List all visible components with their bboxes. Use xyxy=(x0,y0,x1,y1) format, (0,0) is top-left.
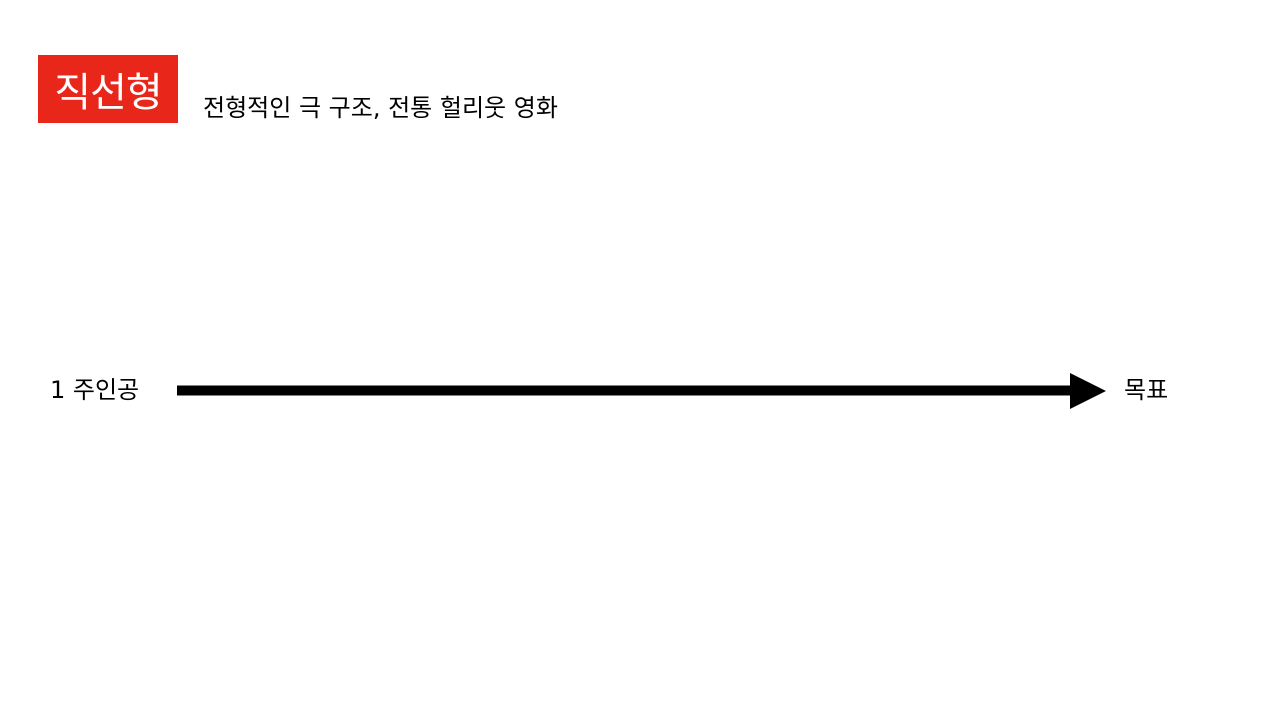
goal-label: 목표 xyxy=(1124,376,1169,404)
protagonist-label: 1 주인공 xyxy=(50,376,140,404)
right-arrow-icon xyxy=(177,373,1106,409)
slide-title-badge: 직선형 xyxy=(38,55,178,123)
slide-title: 직선형 xyxy=(54,70,162,116)
slide-subtitle: 전형적인 극 구조, 전통 헐리웃 영화 xyxy=(203,94,558,122)
